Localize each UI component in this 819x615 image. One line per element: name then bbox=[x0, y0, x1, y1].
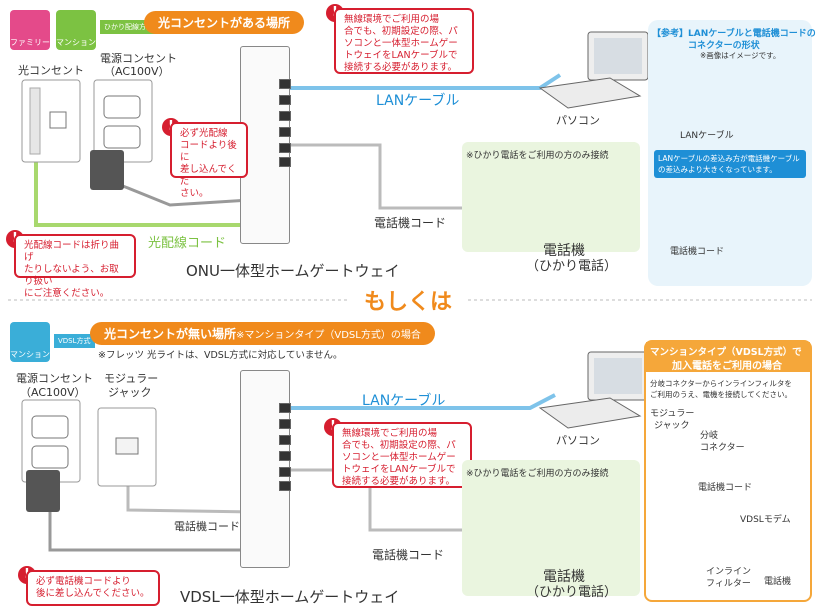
ref-note: ※画像はイメージです。 bbox=[700, 51, 781, 60]
ref-title-1: 【参考】LANケーブルと電話機コードの bbox=[652, 29, 816, 39]
phone-label-top: 電話機 bbox=[543, 243, 585, 259]
divider-text: もしくは bbox=[364, 290, 453, 315]
lan-cable-label-bottom: LANケーブル bbox=[362, 393, 446, 409]
vdsl-method-tag: VDSL方式 bbox=[54, 334, 95, 348]
onu-label: ONU一体型ホームゲートウェイ bbox=[186, 262, 400, 280]
modular-jack-label-2: ジャック bbox=[108, 386, 152, 399]
lan-cable-top bbox=[288, 73, 562, 90]
vdsl-gateway bbox=[240, 370, 291, 568]
power-outlet-voltage-top: （AC100V） bbox=[104, 65, 170, 78]
power-outlet-plate-top bbox=[93, 79, 153, 163]
bottom-heading: 光コンセントが無い場所※マンションタイプ（VDSL方式）の場合 bbox=[90, 322, 435, 345]
vdsl-phone-panel bbox=[644, 340, 812, 602]
vdsl-panel-splitter-2: コネクター bbox=[700, 443, 745, 453]
ref-banner: LANケーブルの差込み方が電話機ケーブル の差込みより大きくなっています。 bbox=[654, 150, 806, 178]
modular-jack-label-1: モジュラー bbox=[104, 372, 159, 385]
hikari-note-bottom: ※ひかり電話をご利用の方のみ接続 bbox=[466, 469, 609, 479]
pc-keyboard-bottom bbox=[538, 397, 642, 429]
lan-cable-bottom bbox=[288, 393, 556, 410]
warning-lan-top: 無線環境でご利用の場 合でも、初期設定の際、パ ソコンと一体型ホームゲー トウェ… bbox=[334, 8, 474, 74]
vdsl-panel-filter-1: インライン bbox=[706, 567, 752, 577]
bottom-heading-text: 光コンセントが無い場所 bbox=[104, 327, 237, 341]
flets-note: ※フレッツ 光ライトは、VDSL方式に対応していません。 bbox=[98, 350, 343, 361]
phone-sub-top: （ひかり電話） bbox=[526, 259, 618, 274]
warning-phone-order: 必ず電話機コードより 後に差し込んでください。 bbox=[26, 570, 160, 606]
mansion-icon: マンション bbox=[56, 10, 96, 50]
pc-label-bottom: パソコン bbox=[556, 434, 600, 447]
vdsl-panel-desc-1: 分岐コネクターからインラインフィルタを bbox=[650, 379, 792, 388]
power-outlet-voltage-bottom: （AC100V） bbox=[20, 386, 86, 399]
vdsl-panel-desc-2: ご利用のうえ、電機を接続してください。 bbox=[650, 390, 793, 399]
vdsl-panel-phone-cord: 電話機コード bbox=[698, 483, 753, 493]
hikari-note-box-top bbox=[462, 142, 640, 252]
phone-cord-bottom bbox=[288, 468, 530, 532]
ac-adapter-bottom bbox=[26, 470, 60, 512]
vdsl-panel-modular-1: モジュラー bbox=[650, 409, 695, 419]
power-outlet-label-top: 電源コンセント bbox=[100, 52, 177, 65]
power-cable-top bbox=[107, 178, 251, 207]
ref-phone-label: 電話機コード bbox=[670, 247, 725, 257]
bottom-heading-sub: ※マンションタイプ（VDSL方式）の場合 bbox=[236, 330, 421, 341]
pc-label-top: パソコン bbox=[556, 114, 600, 127]
vdsl-panel-modular-2: ジャック bbox=[654, 421, 690, 431]
phone-cord-label-left: 電話機コード bbox=[174, 520, 240, 533]
phone-cord-label-right: 電話機コード bbox=[372, 548, 445, 562]
power-outlet-plate-bottom bbox=[21, 399, 81, 483]
phone-cord-top bbox=[288, 143, 530, 210]
vdsl-panel-modem: VDSLモデム bbox=[740, 515, 791, 525]
vdsl-panel-splitter-1: 分岐 bbox=[700, 431, 719, 441]
power-outlet-label-bottom: 電源コンセント bbox=[16, 372, 93, 385]
vdsl-panel-phone: 電話機 bbox=[764, 577, 792, 587]
vdsl-panel-title-bar bbox=[646, 342, 810, 372]
phone-cord-label-top: 電話機コード bbox=[374, 216, 447, 230]
vdsl-panel-title-1: マンションタイプ（VDSL方式）で bbox=[650, 347, 802, 358]
fiber-cable bbox=[34, 162, 250, 227]
vdsl-panel-filter-2: フィルター bbox=[706, 579, 751, 589]
top-heading: 光コンセントがある場所 bbox=[144, 11, 305, 34]
mansion-icon: マンション bbox=[10, 322, 50, 362]
vdsl-label: VDSL一体型ホームゲートウェイ bbox=[180, 588, 400, 606]
onu-gateway bbox=[240, 46, 291, 244]
ref-lan-label: LANケーブル bbox=[680, 131, 734, 141]
lan-cable-label-top: LANケーブル bbox=[376, 93, 460, 109]
warning-lan-bottom: 無線環境でご利用の場 合でも、初期設定の際、パ ソコンと一体型ホームゲー トウェ… bbox=[332, 422, 472, 488]
hikari-method-tag: ひかり配線方式 bbox=[100, 20, 157, 34]
hikari-note-top: ※ひかり電話をご利用の方のみ接続 bbox=[466, 151, 609, 161]
warning-fiber-order: 必ず光配線 コードより後に 差し込んでくだ さい。 bbox=[170, 122, 248, 199]
pc-keyboard-top bbox=[538, 77, 642, 109]
vdsl-panel-title-2: 加入電話をご利用の場合 bbox=[672, 361, 782, 372]
hikari-outlet-label: 光コンセント bbox=[18, 64, 84, 77]
family-icon: ファミリー bbox=[10, 10, 50, 50]
hikari-note-box-bottom bbox=[462, 460, 640, 596]
ref-title-2: コネクターの形状 bbox=[688, 41, 760, 51]
phone-label-bottom: 電話機 bbox=[543, 569, 585, 585]
phone-sub-bottom: （ひかり電話） bbox=[526, 585, 618, 600]
warning-fiber-bend: 光配線コードは折り曲げ たりしないよう、お取り扱い にご注意ください。 bbox=[14, 234, 136, 299]
power-cable-bottom bbox=[48, 500, 250, 552]
fiber-cord-label: 光配線コード bbox=[148, 236, 227, 251]
ac-adapter-top bbox=[90, 150, 124, 190]
